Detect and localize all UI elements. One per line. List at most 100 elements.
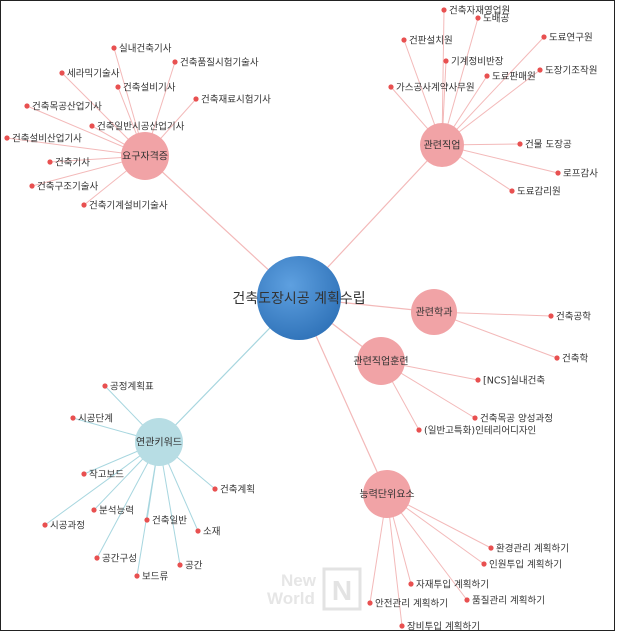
hub-label-ability_units: 능력단위요소 xyxy=(359,488,414,501)
center-label: 건축도장시공 계획수립 xyxy=(232,291,365,307)
leaf-label-related_jobs[interactable]: 도료판매원 xyxy=(492,72,536,83)
leaf-dot xyxy=(4,135,10,141)
leaf-dot xyxy=(472,415,478,421)
leaf-dot xyxy=(91,507,97,513)
leaf-label-ability_units[interactable]: 인원투입 계획하기 xyxy=(489,559,562,571)
leaf-label-related_majors[interactable]: 건축학 xyxy=(562,354,588,365)
leaf-label-training[interactable]: (일반고특화)인테리어디자인 xyxy=(424,426,536,437)
leaf-label-ability_units[interactable]: 환경관리 계획하기 xyxy=(496,543,569,555)
leaf-label-ability_units[interactable]: 자재투입 계획하기 xyxy=(416,579,489,591)
leaf-label-related_jobs[interactable]: 도배공 xyxy=(483,14,509,25)
leaf-label-related_jobs[interactable]: 건축자재영업원 xyxy=(449,5,510,17)
nodes-layer: 실내건축기사건축품질시험기술사세라믹기술사건축설비기사건축재료시험기사건축목공산… xyxy=(4,5,598,633)
hub-label-related_jobs: 관련직업 xyxy=(424,139,461,152)
leaf-label-ability_units[interactable]: 안전관리 계획하기 xyxy=(375,598,448,610)
leaf-dot xyxy=(488,545,494,551)
leaf-label-related_jobs[interactable]: 도료감리원 xyxy=(517,186,561,198)
leaf-label-training[interactable]: 건축목공 양성과정 xyxy=(480,414,553,425)
leaf-label-keywords[interactable]: 소재 xyxy=(203,527,220,538)
leaf-dot xyxy=(441,7,447,13)
leaf-dot xyxy=(94,555,100,561)
leaf-label-qualifications[interactable]: 세라믹기술사 xyxy=(67,68,120,80)
leaf-dot xyxy=(555,170,561,176)
leaf-dot xyxy=(416,427,422,433)
leaf-label-related_jobs[interactable]: 가스공사계약사무원 xyxy=(396,82,475,94)
leaf-label-keywords[interactable]: 작고보드 xyxy=(89,470,124,481)
leaf-dot xyxy=(388,84,394,90)
leaf-dot xyxy=(81,471,87,477)
leaf-dot xyxy=(70,415,76,421)
leaf-dot xyxy=(193,96,199,102)
leaf-dot xyxy=(81,202,87,208)
leaf-label-ability_units[interactable]: 장비투입 계획하기 xyxy=(407,621,480,633)
leaf-label-keywords[interactable]: 공간 xyxy=(185,561,203,572)
leaf-label-related_jobs[interactable]: 로프감사 xyxy=(563,168,598,180)
leaf-dot xyxy=(177,562,183,568)
leaf-label-related_jobs[interactable]: 건판설치원 xyxy=(409,35,453,47)
hub-node-training[interactable] xyxy=(357,337,405,385)
hub-label-keywords: 연관키워드 xyxy=(136,436,182,449)
leaf-dot xyxy=(195,528,201,534)
leaf-dot xyxy=(115,84,121,90)
edge-related_jobs-leaf xyxy=(441,36,545,146)
hub-node-qualifications[interactable] xyxy=(121,132,169,180)
leaf-dot xyxy=(24,103,30,109)
hub-label-training: 관련직업훈련 xyxy=(353,355,408,368)
leaf-dot xyxy=(408,581,414,587)
leaf-dot xyxy=(59,70,65,76)
leaf-label-related_majors[interactable]: 건축공학 xyxy=(556,312,591,323)
leaf-label-qualifications[interactable]: 건축설비산업기사 xyxy=(12,133,82,145)
leaf-dot xyxy=(475,15,481,21)
leaf-dot xyxy=(481,561,487,567)
leaf-label-related_jobs[interactable]: 도료연구원 xyxy=(549,33,593,44)
watermark-logo: N xyxy=(332,575,352,606)
leaf-label-qualifications[interactable]: 건축구조기술사 xyxy=(37,182,98,193)
hub-node-related_majors[interactable] xyxy=(411,289,457,335)
leaf-label-qualifications[interactable]: 건축품질시험기술사 xyxy=(180,57,259,69)
leaf-dot xyxy=(102,383,108,389)
leaf-label-related_jobs[interactable]: 건물 도장공 xyxy=(525,140,572,151)
leaf-dot xyxy=(134,573,140,579)
leaf-dot xyxy=(42,522,48,528)
leaf-label-keywords[interactable]: 건축일반 xyxy=(152,516,187,527)
leaf-dot xyxy=(399,623,405,629)
hub-node-ability_units[interactable] xyxy=(363,470,411,518)
leaf-label-qualifications[interactable]: 건축기계설비기술사 xyxy=(89,200,168,212)
leaf-label-qualifications[interactable]: 건축목공산업기사 xyxy=(32,101,102,113)
leaf-label-related_jobs[interactable]: 기계정비반장 xyxy=(451,56,504,68)
leaf-dot xyxy=(172,59,178,65)
watermark: New World N xyxy=(267,567,362,611)
leaf-label-keywords[interactable]: 시공과정 xyxy=(50,521,85,532)
leaf-label-keywords[interactable]: 시공단계 xyxy=(78,413,113,425)
edge-related_jobs-leaf xyxy=(441,17,479,146)
leaf-label-ability_units[interactable]: 품질관리 계획하기 xyxy=(472,595,545,607)
leaf-dot xyxy=(401,37,407,43)
center-node[interactable] xyxy=(257,256,341,340)
leaf-label-qualifications[interactable]: 실내건축기사 xyxy=(119,44,172,55)
leaf-dot xyxy=(144,517,150,523)
leaf-label-keywords[interactable]: 건축계획 xyxy=(220,484,255,496)
hub-label-related_majors: 관련학과 xyxy=(416,307,453,319)
leaf-label-keywords[interactable]: 보드류 xyxy=(142,572,168,583)
leaf-label-keywords[interactable]: 분석능력 xyxy=(99,505,134,517)
leaf-label-related_jobs[interactable]: 도장기조작원 xyxy=(545,66,597,77)
leaf-dot xyxy=(537,67,543,73)
leaf-label-keywords[interactable]: 공간구성 xyxy=(102,554,137,565)
leaf-label-qualifications[interactable]: 건축일반시공산업기사 xyxy=(97,121,185,133)
hub-node-keywords[interactable] xyxy=(135,418,183,466)
leaf-label-qualifications[interactable]: 건축기사 xyxy=(55,158,90,169)
leaf-label-keywords[interactable]: 공정계획표 xyxy=(110,381,154,393)
watermark-text-world: World xyxy=(267,589,315,608)
leaf-label-training[interactable]: [NCS]실내건축 xyxy=(483,376,545,387)
leaf-dot xyxy=(517,141,523,147)
hub-node-related_jobs[interactable] xyxy=(420,123,464,167)
leaf-dot xyxy=(212,486,218,492)
leaf-dot xyxy=(509,188,515,194)
leaf-dot xyxy=(367,600,373,606)
leaf-dot xyxy=(484,73,490,79)
leaf-label-qualifications[interactable]: 건축설비기사 xyxy=(123,83,176,94)
leaf-label-qualifications[interactable]: 건축재료시험기사 xyxy=(201,95,271,106)
leaf-dot xyxy=(475,377,481,383)
